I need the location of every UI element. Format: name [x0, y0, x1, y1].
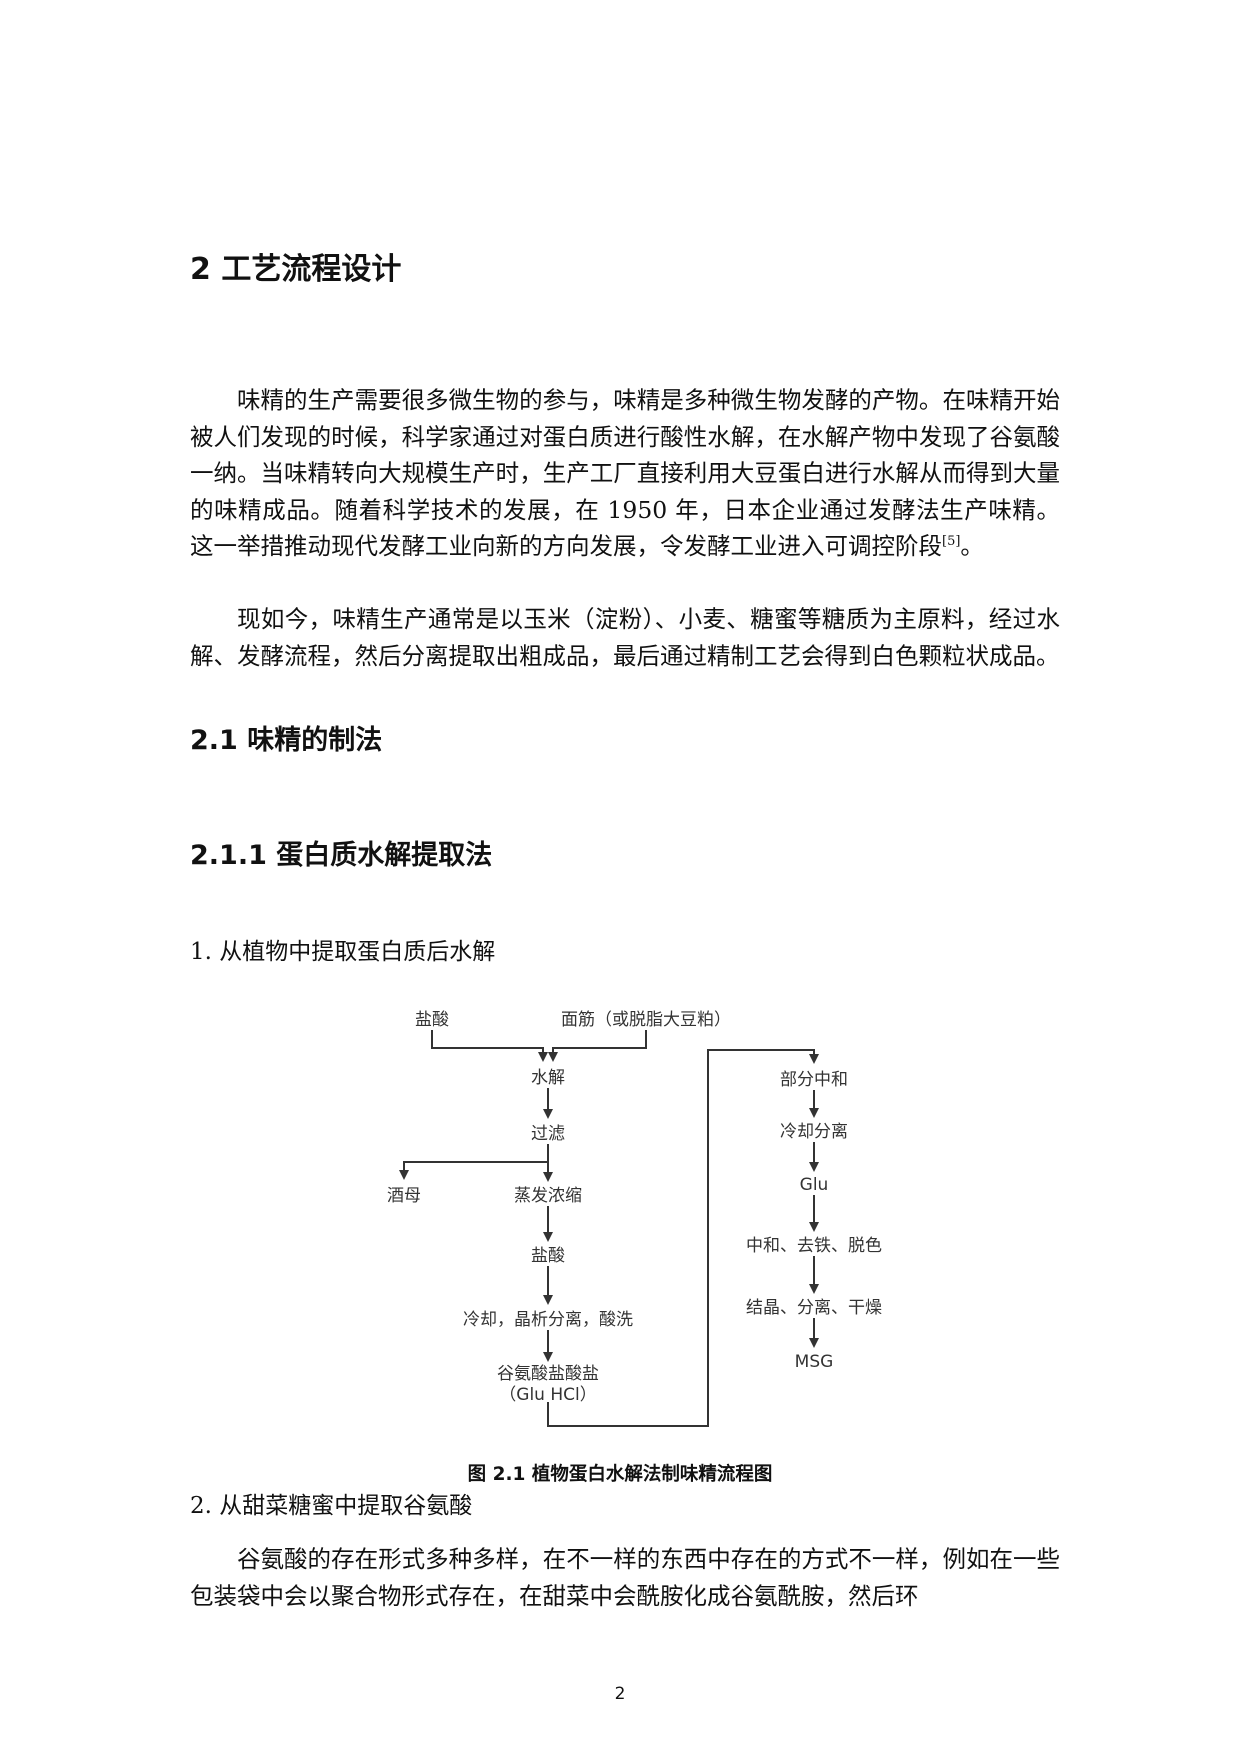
list-item-2: 2. 从甜菜糖蜜中提取谷氨酸 [190, 1493, 473, 1519]
node-hcl-top: 盐酸 [415, 1010, 449, 1030]
node-hydrolysis: 水解 [531, 1068, 565, 1088]
chapter-heading: 2 工艺流程设计 [190, 252, 402, 287]
node-filtration: 过滤 [531, 1124, 565, 1144]
connector-line [547, 1049, 819, 1427]
node-cool-separate: 冷却分离 [780, 1122, 848, 1142]
node-neutral-iron-decolor: 中和、去铁、脱色 [746, 1236, 882, 1256]
intro-paragraph: 味精的生产需要很多微生物的参与，味精是多种微生物发酵的产物。在味精开始被人们发现… [190, 382, 1060, 565]
subsection-heading: 2.1.1 蛋白质水解提取法 [190, 840, 493, 871]
feed-line-hcl [431, 1030, 548, 1062]
node-evaporation: 蒸发浓缩 [514, 1186, 582, 1206]
list-item-1: 1. 从植物中提取蛋白质后水解 [190, 939, 496, 965]
intro-text: 味精的生产需要很多微生物的参与，味精是多种微生物发酵的产物。在味精开始被人们发现… [190, 386, 1060, 560]
node-partial-neutral: 部分中和 [780, 1070, 848, 1090]
citation-ref: [5] [942, 534, 961, 549]
glutamate-paragraph: 谷氨酸的存在形式多种多样，在不一样的东西中存在的方式不一样，例如在一些包装袋中会… [190, 1545, 1060, 1610]
node-cooling-crystal: 冷却，晶析分离，酸洗 [463, 1310, 633, 1330]
modern-production-paragraph: 现如今，味精生产通常是以玉米（淀粉）、小麦、糖蜜等糖质为主原料，经过水解、发酵流… [190, 605, 1060, 670]
node-msg: MSG [795, 1352, 834, 1372]
node-glu-hcl-abbr: （Glu HCl） [499, 1385, 596, 1405]
figure-caption: 图 2.1 植物蛋白水解法制味精流程图 [467, 1464, 773, 1485]
feed-line-gluten [548, 1030, 647, 1062]
node-yeast: 酒母 [387, 1186, 421, 1206]
branch-line-yeast [399, 1161, 548, 1180]
process-flowchart: 盐酸 面筋（或脱脂大豆粕） 水解 过滤 酒母 蒸发浓缩 盐酸 冷却，晶析分离，酸… [387, 1010, 882, 1427]
section-heading: 2.1 味精的制法 [190, 725, 383, 756]
node-gluten: 面筋（或脱脂大豆粕） [561, 1010, 731, 1030]
node-crystal-separate-dry: 结晶、分离、干燥 [746, 1298, 882, 1318]
node-glu: Glu [800, 1175, 829, 1195]
node-glu-hcl: 谷氨酸盐酸盐 [497, 1364, 599, 1384]
node-hcl-mid: 盐酸 [531, 1246, 565, 1266]
page-number: 2 [614, 1684, 626, 1704]
intro-end: 。 [960, 532, 984, 560]
